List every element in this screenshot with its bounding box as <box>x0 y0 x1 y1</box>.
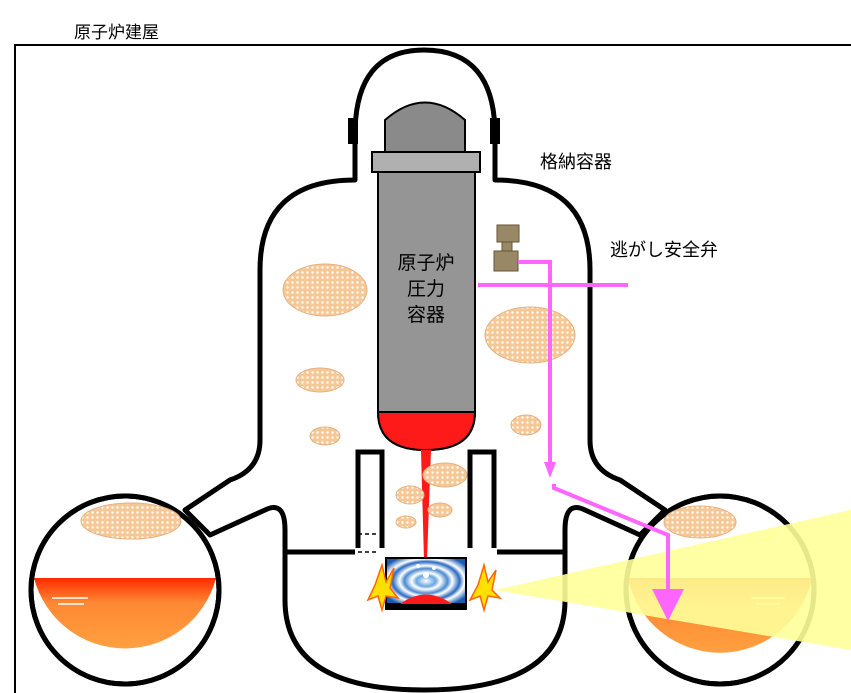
containment-label: 格納容器 <box>540 152 612 173</box>
relief-valve-label: 逃がし安全弁 <box>610 240 718 261</box>
vessel-label-line3: 容器 <box>406 304 445 326</box>
building-title: 原子炉建屋 <box>74 23 159 43</box>
reactor-pressure-vessel <box>371 101 481 560</box>
left-suppression-pool <box>28 493 222 687</box>
left-spark-icon <box>366 562 400 613</box>
right-flange <box>490 118 500 144</box>
reactor-building-frame <box>14 44 851 693</box>
vessel-label-line2: 圧力 <box>406 278 445 300</box>
vessel-label-line1: 原子炉 <box>397 252 455 274</box>
relief-valve-icon <box>493 224 520 272</box>
relief-pipe <box>478 260 684 621</box>
steam-clouds <box>80 263 737 540</box>
pedestal-opening <box>358 533 378 553</box>
right-spark-icon <box>468 562 503 613</box>
light-beam <box>495 510 851 650</box>
left-flange <box>348 118 358 144</box>
pressure-vessel-label: 原子炉 圧力 容器 <box>390 250 462 328</box>
molten-debris-pool <box>385 557 467 610</box>
pedestal <box>285 449 565 555</box>
pipe-arrow-1 <box>544 462 556 478</box>
